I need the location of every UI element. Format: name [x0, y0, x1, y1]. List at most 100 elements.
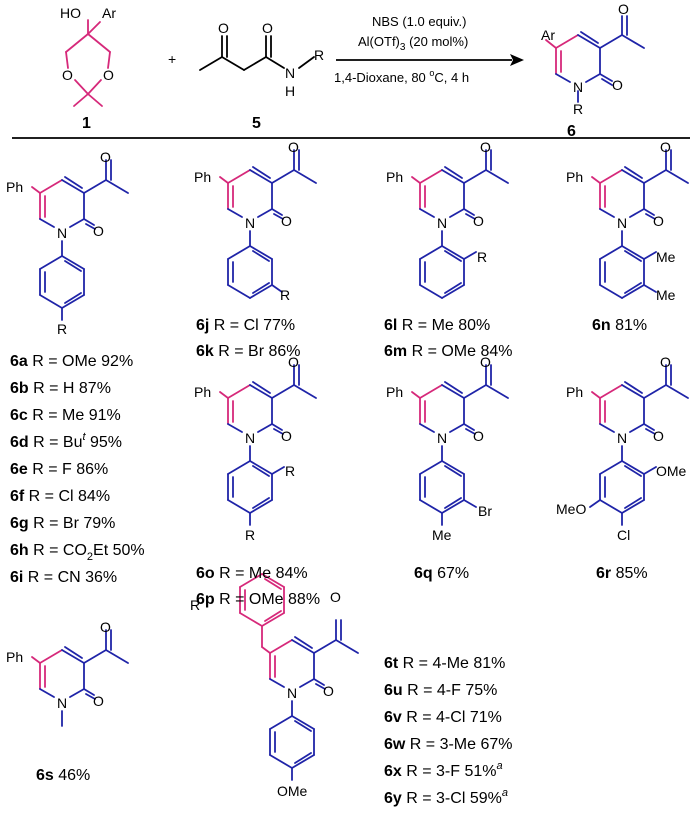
structure-6a-6i — [31, 159, 129, 321]
oxygen-label: O — [660, 139, 671, 155]
condition-catalyst: Al(OTf)3 (20 mol%) — [358, 34, 468, 53]
plus-sign: + — [168, 51, 176, 67]
oxygen-label: O — [103, 67, 114, 83]
oxygen-label: O — [653, 428, 664, 444]
nitrogen-label: N — [57, 695, 67, 711]
oxygen-label: O — [330, 589, 341, 605]
oxygen-label: O — [612, 77, 623, 93]
result-6i: 6i R = CN 36% — [10, 569, 117, 586]
oxygen-label: O — [288, 354, 299, 370]
condition-solvent: 1,4-Dioxane, 80 oC, 4 h — [334, 68, 469, 85]
phenyl-label: Ph — [566, 384, 583, 400]
nitrogen-label: N — [617, 430, 627, 446]
result-6s: 6s 46% — [36, 767, 90, 784]
methoxy-label: OMe — [277, 783, 308, 799]
oxygen-label: O — [262, 20, 273, 36]
oxygen-label: O — [100, 149, 111, 165]
oxygen-label: O — [288, 139, 299, 155]
condition-reagent: NBS (1.0 equiv.) — [372, 14, 466, 29]
hydrogen-label: H — [285, 83, 295, 99]
phenyl-label: Ph — [386, 384, 403, 400]
oxygen-label: O — [480, 354, 491, 370]
compound-5-structure: O O N H R — [199, 20, 324, 99]
oxygen-label: O — [323, 683, 334, 699]
aryl-label: Ar — [541, 27, 555, 43]
oxygen-label: O — [473, 428, 484, 444]
result-6a: 6a R = OMe 92% — [10, 353, 133, 370]
arrow-head — [510, 54, 524, 66]
oxygen-label: O — [281, 213, 292, 229]
structure-6o-6p — [219, 364, 317, 526]
r-substituent-label: R — [190, 597, 200, 613]
result-6d: 6d R = But 95% — [10, 431, 122, 451]
result-6f: 6f R = Cl 84% — [10, 488, 110, 505]
result-6p: 6p R = OMe 88% — [196, 591, 320, 608]
nitrogen-label: N — [287, 685, 297, 701]
result-6r: 6r 85% — [596, 565, 648, 582]
nitrogen-label: N — [437, 430, 447, 446]
result-6j: 6j R = Cl 77% — [196, 317, 295, 334]
result-6u: 6u R = 4-F 75% — [384, 682, 497, 699]
r-substituent-label: R — [285, 463, 295, 479]
oxygen-label: O — [660, 354, 671, 370]
nitrogen-label: N — [573, 79, 583, 95]
results-6t-6y: 6t R = 4-Me 81% 6u R = 4-F 75% 6v R = 4-… — [384, 655, 513, 807]
r-substituent-label: R — [573, 101, 583, 117]
structure-6n — [591, 149, 689, 299]
aryl-label: Ar — [102, 5, 116, 21]
result-6l: 6l R = Me 80% — [384, 317, 490, 334]
structure-6q — [411, 364, 509, 526]
compound-1-structure: HO Ar O O — [60, 5, 116, 107]
phenyl-label: Ph — [6, 649, 23, 665]
structure-6t-6y — [239, 573, 359, 781]
r-substituent-label: R — [477, 249, 487, 265]
result-6b: 6b R = H 87% — [10, 380, 111, 397]
r-substituent-label: R — [314, 47, 324, 63]
result-6h: 6h R = CO2Et 50% — [10, 542, 145, 563]
result-6q: 6q 67% — [414, 565, 469, 582]
r-substituent-label: R — [245, 527, 255, 543]
methyl-label: Me — [432, 527, 452, 543]
oxygen-label: O — [93, 693, 104, 709]
oxygen-label: O — [100, 619, 111, 635]
result-6k: 6k R = Br 86% — [196, 343, 301, 360]
result-6m: 6m R = OMe 84% — [384, 343, 513, 360]
result-6c: 6c R = Me 91% — [10, 407, 121, 424]
r-substituent-label: R — [57, 321, 67, 337]
result-6w: 6w R = 3-Me 67% — [384, 736, 513, 753]
results-6a-6i: 6a R = OMe 92% 6b R = H 87% 6c R = Me 91… — [10, 353, 145, 586]
product-6-number: 6 — [567, 123, 576, 140]
methyl-label: Me — [656, 249, 676, 265]
methoxy-label: MeO — [556, 501, 586, 517]
result-6v: 6v R = 4-Cl 71% — [384, 709, 502, 726]
result-6n: 6n 81% — [592, 317, 647, 334]
result-6t: 6t R = 4-Me 81% — [384, 655, 505, 672]
result-6o: 6o R = Me 84% — [196, 565, 308, 582]
compound-1-number: 1 — [82, 115, 91, 132]
methoxy-label: OMe — [656, 463, 687, 479]
nitrogen-label: N — [617, 215, 627, 231]
phenyl-label: Ph — [566, 169, 583, 185]
product-6-structure: Ar O O N R — [541, 1, 645, 117]
nitrogen-label: N — [245, 430, 255, 446]
methyl-label: Me — [656, 287, 676, 303]
oxygen-label: O — [653, 213, 664, 229]
structure-6r — [589, 364, 689, 526]
structure-6l-6m — [411, 149, 509, 299]
result-6y: 6y R = 3-Cl 59%a — [384, 787, 508, 807]
nitrogen-label: N — [245, 215, 255, 231]
oxygen-label: O — [473, 213, 484, 229]
hydroxy-label: HO — [60, 5, 81, 21]
structure-6j-6k — [219, 149, 317, 299]
structure-6s — [31, 629, 129, 727]
oxygen-label: O — [62, 67, 73, 83]
result-6g: 6g R = Br 79% — [10, 515, 115, 532]
result-6e: 6e R = F 86% — [10, 461, 108, 478]
oxygen-label: O — [618, 1, 629, 17]
phenyl-label: Ph — [386, 169, 403, 185]
oxygen-label: O — [281, 428, 292, 444]
phenyl-label: Ph — [6, 179, 23, 195]
oxygen-label: O — [218, 20, 229, 36]
bromo-label: Br — [478, 503, 492, 519]
